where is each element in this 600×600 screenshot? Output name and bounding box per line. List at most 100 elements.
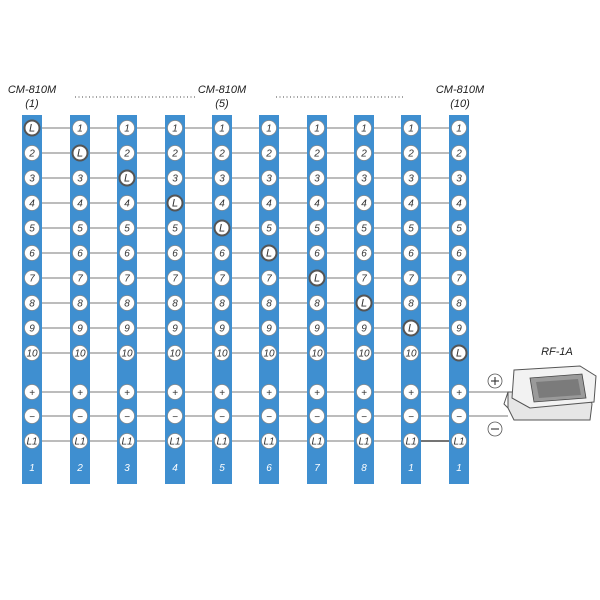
l1-terminal xyxy=(356,433,372,449)
l1-terminal-label: L1 xyxy=(74,437,85,448)
numbered-terminal xyxy=(214,345,230,361)
terminal-number: 6 xyxy=(77,249,83,260)
terminal-number: 8 xyxy=(266,299,272,310)
terminal-number: 4 xyxy=(29,199,35,210)
terminal-number: 6 xyxy=(361,249,367,260)
l-marker-label: L xyxy=(29,123,35,135)
terminal-number: 8 xyxy=(456,299,462,310)
numbered-terminal xyxy=(356,170,372,186)
terminal-number: 5 xyxy=(456,224,462,235)
terminal-number: 2 xyxy=(171,149,178,160)
numbered-terminal xyxy=(356,145,372,161)
first-module-label: CM-810M xyxy=(8,84,57,96)
terminal-number: 6 xyxy=(219,249,225,260)
terminal-number: 2 xyxy=(360,149,367,160)
numbered-terminal xyxy=(72,345,88,361)
terminal-number: 6 xyxy=(456,249,462,260)
numbered-terminal xyxy=(167,320,183,336)
numbered-terminal xyxy=(309,320,325,336)
strip-base-number: 1 xyxy=(456,463,462,474)
numbered-terminal xyxy=(403,270,419,286)
numbered-terminal xyxy=(214,195,230,211)
terminal-number: 2 xyxy=(265,149,272,160)
numbered-terminal xyxy=(24,320,40,336)
numbered-terminal xyxy=(451,170,467,186)
minus-terminal xyxy=(167,408,183,424)
minus-terminal xyxy=(309,408,325,424)
numbered-terminal xyxy=(167,120,183,136)
minus-terminal-symbol: − xyxy=(172,412,178,423)
l-marker-terminal xyxy=(308,269,326,287)
numbered-terminal xyxy=(214,170,230,186)
terminal-number: 5 xyxy=(124,224,130,235)
numbered-terminal xyxy=(309,170,325,186)
numbered-terminal xyxy=(214,320,230,336)
numbered-terminal xyxy=(261,120,277,136)
numbered-terminal xyxy=(24,245,40,261)
numbered-terminal xyxy=(24,295,40,311)
minus-terminal-symbol: − xyxy=(314,412,320,423)
minus-terminal-symbol: − xyxy=(29,412,35,423)
minus-terminal-symbol: − xyxy=(408,412,414,423)
plus-terminal-symbol: + xyxy=(408,388,414,399)
numbered-terminal xyxy=(214,295,230,311)
terminal-number: 1 xyxy=(172,124,178,135)
terminal-number: 7 xyxy=(77,274,83,285)
plus-terminal xyxy=(119,384,135,400)
numbered-terminal xyxy=(309,220,325,236)
minus-terminal-symbol: − xyxy=(456,412,462,423)
numbered-terminal xyxy=(72,220,88,236)
plus-terminal xyxy=(167,384,183,400)
terminal-number: 10 xyxy=(263,349,275,360)
numbered-terminal xyxy=(214,120,230,136)
terminal-number: 1 xyxy=(219,124,225,135)
terminal-number: 4 xyxy=(314,199,320,210)
terminal-number: 10 xyxy=(74,349,86,360)
strip-base-number: 1 xyxy=(408,463,414,474)
l1-terminal-label: L1 xyxy=(405,437,416,448)
terminal-number: 9 xyxy=(29,324,35,335)
numbered-terminal xyxy=(403,345,419,361)
minus-terminal-symbol: − xyxy=(124,412,130,423)
numbered-terminal xyxy=(167,220,183,236)
terminal-number: 7 xyxy=(361,274,367,285)
terminal-number: 9 xyxy=(124,324,130,335)
terminal-number: 3 xyxy=(29,174,35,185)
terminal-number: 2 xyxy=(455,149,462,160)
terminal-number: 7 xyxy=(172,274,178,285)
numbered-terminal xyxy=(261,320,277,336)
numbered-terminal xyxy=(451,270,467,286)
terminal-number: 1 xyxy=(314,124,320,135)
numbered-terminal xyxy=(261,220,277,236)
plus-terminal xyxy=(72,384,88,400)
numbered-terminal xyxy=(167,270,183,286)
numbered-terminal xyxy=(309,145,325,161)
power-unit-label: RF-1A xyxy=(541,346,573,358)
numbered-terminal xyxy=(451,120,467,136)
l1-terminal xyxy=(451,433,467,449)
terminal-number: 2 xyxy=(28,149,35,160)
numbered-terminal xyxy=(403,220,419,236)
minus-circle-icon xyxy=(487,421,503,437)
terminal-number: 9 xyxy=(172,324,178,335)
numbered-terminal xyxy=(261,295,277,311)
numbered-terminal xyxy=(24,345,40,361)
terminal-number: 10 xyxy=(358,349,370,360)
numbered-terminal xyxy=(119,195,135,211)
terminal-number: 3 xyxy=(266,174,272,185)
terminal-number: 1 xyxy=(124,124,130,135)
minus-terminal xyxy=(261,408,277,424)
numbered-terminal xyxy=(72,270,88,286)
power-supply-icon xyxy=(503,365,597,421)
terminal-number: 5 xyxy=(361,224,367,235)
l-marker-terminal xyxy=(450,344,468,362)
l-marker-terminal xyxy=(402,319,420,337)
plus-terminal xyxy=(356,384,372,400)
numbered-terminal xyxy=(119,120,135,136)
numbered-terminal xyxy=(451,220,467,236)
terminal-number: 9 xyxy=(456,324,462,335)
numbered-terminal xyxy=(119,270,135,286)
terminal-number: 9 xyxy=(266,324,272,335)
numbered-terminal xyxy=(309,345,325,361)
